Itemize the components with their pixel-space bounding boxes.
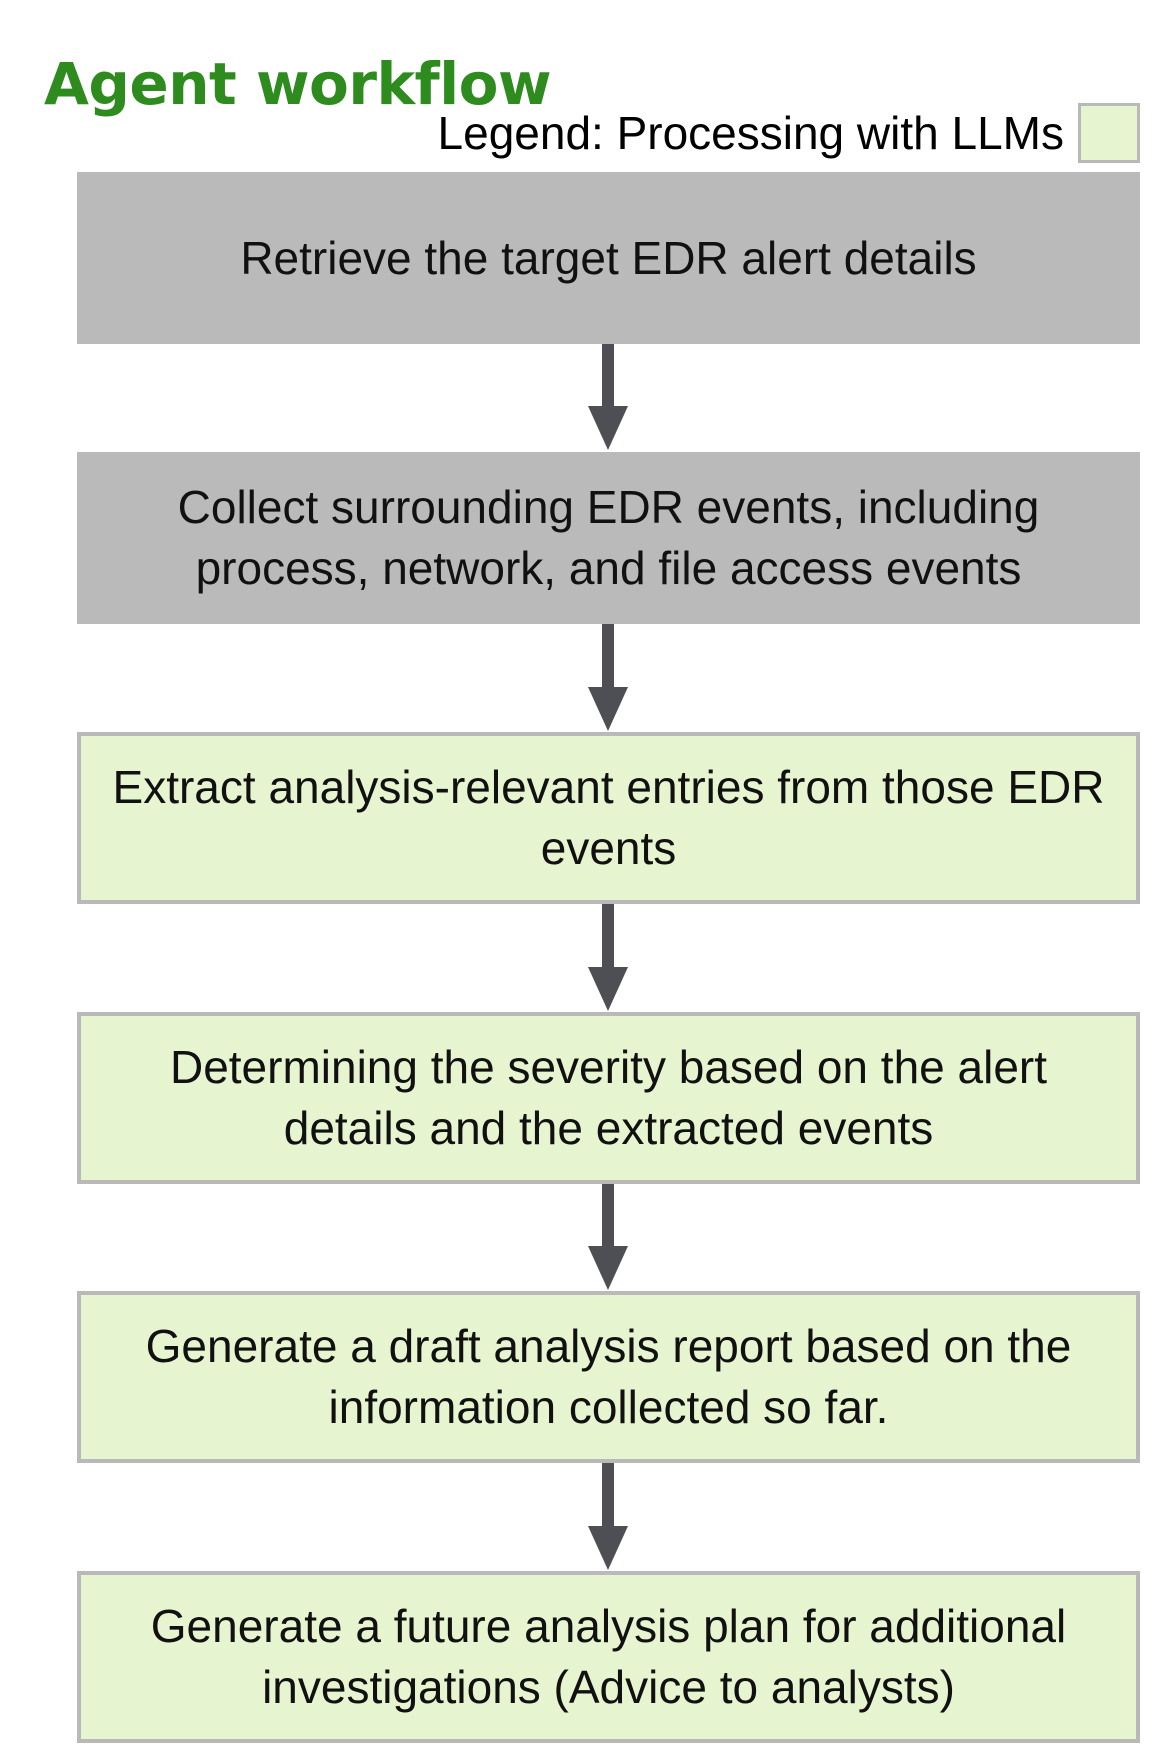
step-label: Determining the severity based on the al… <box>169 1041 1048 1154</box>
legend-swatch <box>1078 103 1140 163</box>
flow-arrow <box>588 624 628 731</box>
step-label: Collect surrounding EDR events, includin… <box>177 481 1040 594</box>
step-analysis-plan: Generate a future analysis plan for addi… <box>77 1571 1140 1743</box>
step-retrieve-alert: Retrieve the target EDR alert details <box>77 172 1140 344</box>
legend: Legend: Processing with LLMs <box>438 101 1140 165</box>
step-label: Retrieve the target EDR alert details <box>240 231 977 284</box>
page-title: Agent workflow <box>44 50 552 118</box>
step-draft-report: Generate a draft analysis report based o… <box>77 1291 1140 1463</box>
step-label: Generate a draft analysis report based o… <box>145 1320 1072 1433</box>
step-collect-events: Collect surrounding EDR events, includin… <box>77 452 1140 624</box>
flow-arrow <box>588 344 628 450</box>
step-label: Extract analysis-relevant entries from t… <box>112 761 1105 874</box>
flow-arrow <box>588 1184 628 1290</box>
flow-arrow <box>588 904 628 1011</box>
step-label: Generate a future analysis plan for addi… <box>150 1600 1067 1713</box>
step-determine-severity: Determining the severity based on the al… <box>77 1012 1140 1184</box>
flow-arrow <box>588 1463 628 1570</box>
legend-label: Legend: Processing with LLMs <box>437 107 1064 159</box>
step-extract-entries: Extract analysis-relevant entries from t… <box>77 732 1140 904</box>
